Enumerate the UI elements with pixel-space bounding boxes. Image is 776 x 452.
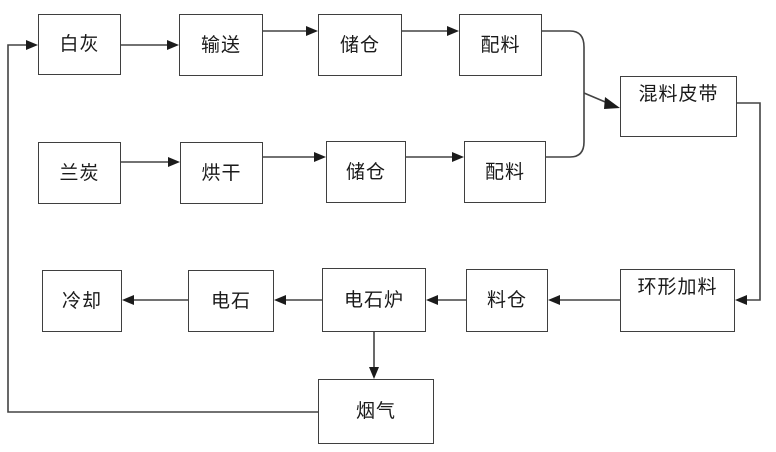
node-huanxingjialiao[interactable]: 环形加料 bbox=[620, 269, 735, 332]
node-yanqi[interactable]: 烟气 bbox=[318, 379, 434, 444]
node-shusong[interactable]: 输送 bbox=[179, 14, 263, 76]
arrowhead-into-shusong bbox=[167, 40, 179, 50]
node-hunliaopidai[interactable]: 混料皮带 bbox=[620, 76, 737, 137]
edge-hunliaopidai-to-huanxingjialiao bbox=[737, 102, 761, 301]
node-label: 配料 bbox=[484, 160, 525, 183]
arrowhead-into-chucang1 bbox=[306, 26, 318, 36]
node-label: 配料 bbox=[480, 33, 521, 56]
node-chucang-2[interactable]: 储仓 bbox=[326, 141, 406, 203]
edge-yanqi-to-baihui bbox=[7, 44, 318, 413]
arrowhead-into-liaocang bbox=[548, 295, 560, 305]
node-label: 电石 bbox=[210, 289, 251, 312]
node-liaocang[interactable]: 料仓 bbox=[466, 269, 548, 332]
arrowhead-into-peiliao1 bbox=[447, 26, 459, 36]
node-lantan[interactable]: 兰炭 bbox=[38, 142, 121, 204]
arrowhead-into-huanxingjialiao bbox=[735, 295, 747, 305]
edge-peiliao1-to-merge bbox=[542, 30, 585, 100]
node-label: 兰炭 bbox=[59, 161, 100, 184]
node-peiliao-1[interactable]: 配料 bbox=[459, 14, 542, 76]
arrowhead-into-chucang2 bbox=[314, 152, 326, 162]
node-label: 料仓 bbox=[486, 289, 527, 312]
node-label: 混料皮带 bbox=[638, 83, 719, 105]
arrowhead-into-dianshilu bbox=[426, 295, 438, 305]
node-label: 储仓 bbox=[345, 160, 386, 183]
node-peiliao-2[interactable]: 配料 bbox=[464, 141, 546, 203]
node-dianshi[interactable]: 电石 bbox=[188, 270, 274, 332]
arrowhead-into-peiliao2 bbox=[452, 152, 464, 162]
node-label: 输送 bbox=[200, 33, 241, 56]
arrowhead-into-honggan bbox=[168, 157, 180, 167]
arrowhead-into-hunliaopidai bbox=[604, 97, 620, 109]
node-label: 烘干 bbox=[201, 161, 242, 184]
arrowhead-into-lengque bbox=[122, 295, 134, 305]
node-label: 储仓 bbox=[339, 33, 380, 56]
arrowhead-into-yanqi bbox=[369, 367, 379, 379]
node-label: 环形加料 bbox=[637, 276, 718, 298]
node-label: 冷却 bbox=[61, 289, 102, 312]
node-label: 电石炉 bbox=[343, 288, 404, 311]
node-lengque[interactable]: 冷却 bbox=[42, 270, 122, 332]
node-chucang-1[interactable]: 储仓 bbox=[318, 14, 402, 76]
node-label: 白灰 bbox=[59, 33, 100, 56]
edge-peiliao2-to-merge bbox=[546, 100, 585, 158]
node-label: 烟气 bbox=[355, 400, 396, 423]
node-dianshilu[interactable]: 电石炉 bbox=[322, 268, 426, 332]
node-baihui[interactable]: 白灰 bbox=[38, 14, 121, 75]
arrowhead-into-dianshi bbox=[274, 295, 286, 305]
arrowhead-into-baihui bbox=[26, 40, 38, 50]
node-honggan[interactable]: 烘干 bbox=[180, 142, 263, 204]
